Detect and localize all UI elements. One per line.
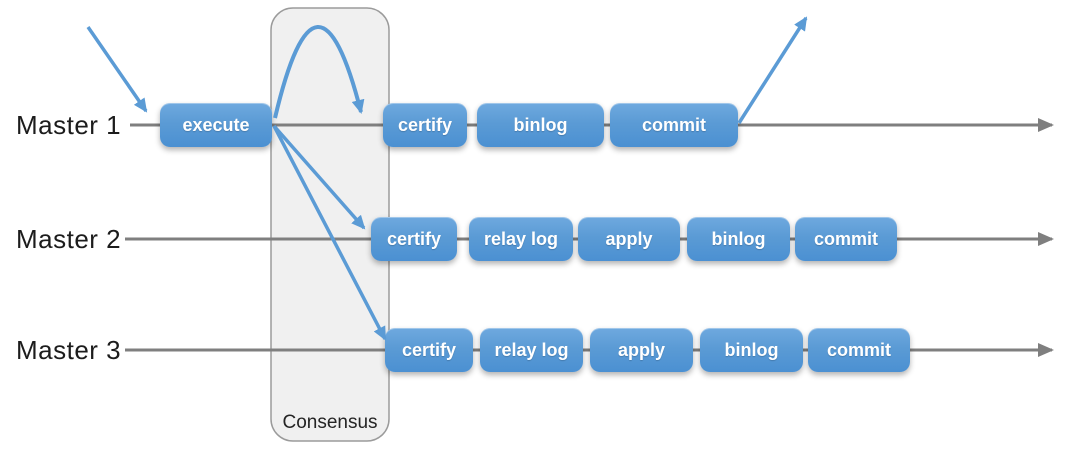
box-execute-master1: execute bbox=[160, 103, 272, 147]
box-relaylog-master2: relay log bbox=[469, 217, 573, 261]
master1-label: Master 1 bbox=[16, 110, 122, 140]
box-apply-master2: apply bbox=[578, 217, 680, 261]
broadcast-arrow-master2 bbox=[272, 124, 366, 230]
box-commit-master1: commit bbox=[610, 103, 738, 147]
box-certify-master1: certify bbox=[383, 103, 467, 147]
consensus-arc-arrow-master1 bbox=[273, 25, 365, 119]
broadcast-arrow-master3 bbox=[272, 125, 387, 341]
box-apply-master3: apply bbox=[590, 328, 693, 372]
box-commit-master3: commit bbox=[808, 328, 910, 372]
box-relaylog-master3: relay log bbox=[480, 328, 583, 372]
box-certify-master2: certify bbox=[371, 217, 457, 261]
box-certify-master3: certify bbox=[385, 328, 473, 372]
consensus-label: Consensus bbox=[282, 412, 378, 433]
master3-label: Master 3 bbox=[16, 335, 122, 365]
box-binlog-master3: binlog bbox=[700, 328, 803, 372]
box-binlog-master1: binlog bbox=[477, 103, 604, 147]
incoming-transaction-arrow bbox=[86, 26, 148, 113]
box-commit-master2: commit bbox=[795, 217, 897, 261]
box-binlog-master2: binlog bbox=[687, 217, 790, 261]
master2-label: Master 2 bbox=[16, 224, 122, 254]
outgoing-response-arrow bbox=[737, 16, 808, 124]
